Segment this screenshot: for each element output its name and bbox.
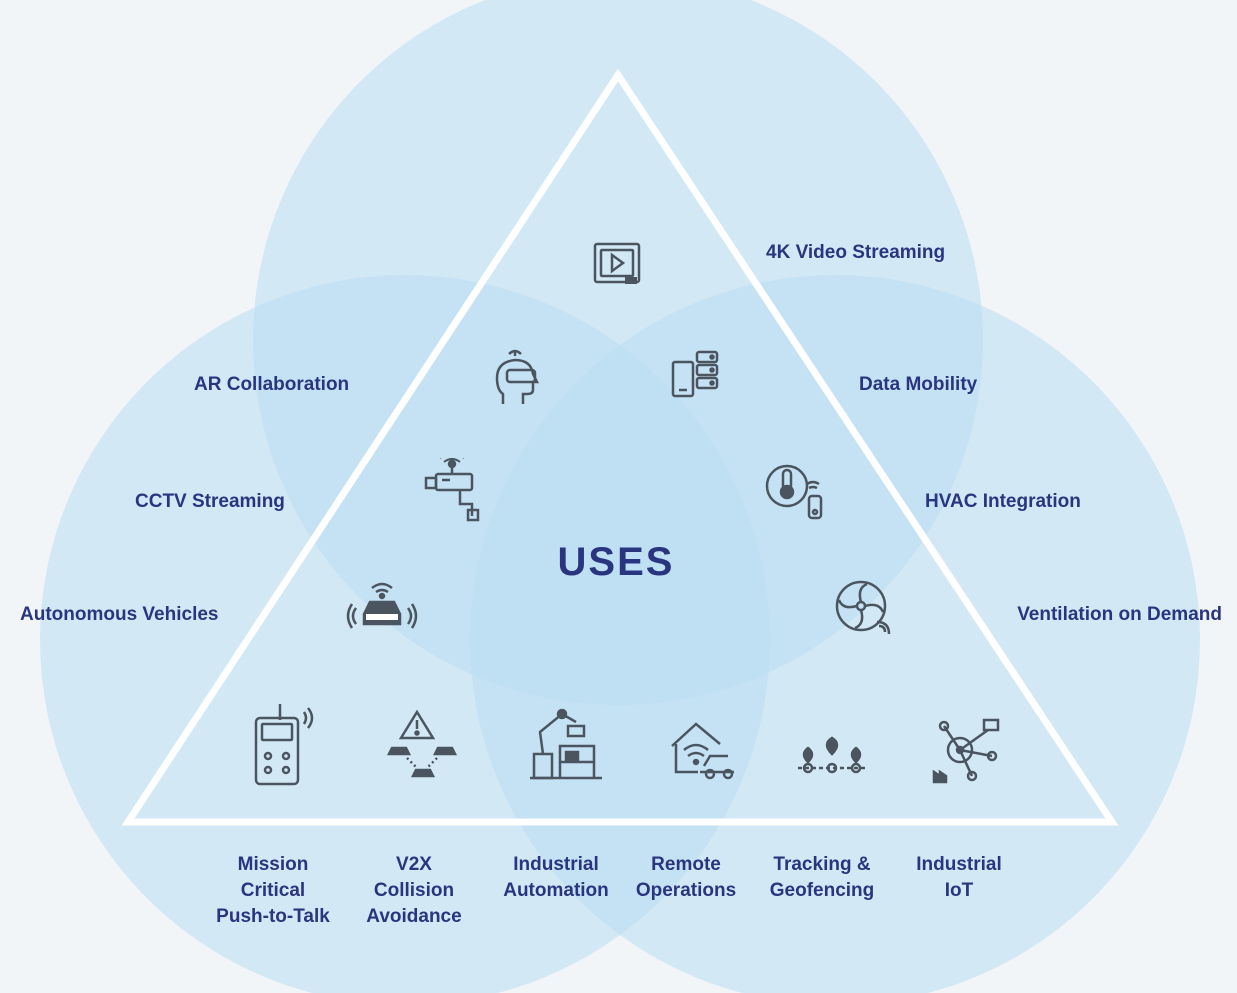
label-hvac-integration: HVAC Integration — [925, 491, 1081, 512]
location-pins-icon — [796, 736, 868, 776]
walkie-talkie-icon — [250, 700, 320, 790]
uses-triangle — [121, 68, 1119, 826]
label-v2x-collision-avoidance: V2X Collision Avoidance — [366, 854, 462, 927]
diagram-title: USES — [557, 540, 675, 584]
data-devices-icon — [669, 348, 723, 402]
label-ar-collaboration: AR Collaboration — [194, 374, 350, 395]
hvac-sensor-icon — [763, 458, 827, 522]
fan-icon — [833, 578, 895, 640]
label-industrial-automation: Industrial Automation — [503, 854, 609, 901]
label-autonomous-vehicles: Autonomous Vehicles — [20, 604, 219, 625]
v2x-warning-icon — [385, 708, 461, 784]
4k-video-icon — [592, 240, 644, 288]
label-data-mobility: Data Mobility — [859, 374, 978, 395]
label-industrial-iot: Industrial IoT — [916, 854, 1002, 901]
autonomous-car-icon — [346, 578, 418, 634]
vr-headset-icon — [493, 348, 541, 410]
label-tracking-geofencing: Tracking & Geofencing — [769, 854, 875, 901]
label-remote-operations: Remote Operations — [635, 854, 737, 901]
iot-network-icon — [930, 716, 1002, 786]
remote-house-car-icon — [668, 716, 736, 780]
label-mission-critical-ptt: Mission Critical Push-to-Talk — [216, 854, 330, 927]
label-4k-video-streaming: 4K Video Streaming — [766, 242, 946, 263]
label-ventilation-on-demand: Ventilation on Demand — [1017, 604, 1222, 625]
label-cctv-streaming: CCTV Streaming — [135, 491, 285, 512]
robot-arm-icon — [530, 706, 602, 782]
right-circle — [470, 275, 1200, 993]
cctv-camera-icon — [424, 458, 484, 522]
